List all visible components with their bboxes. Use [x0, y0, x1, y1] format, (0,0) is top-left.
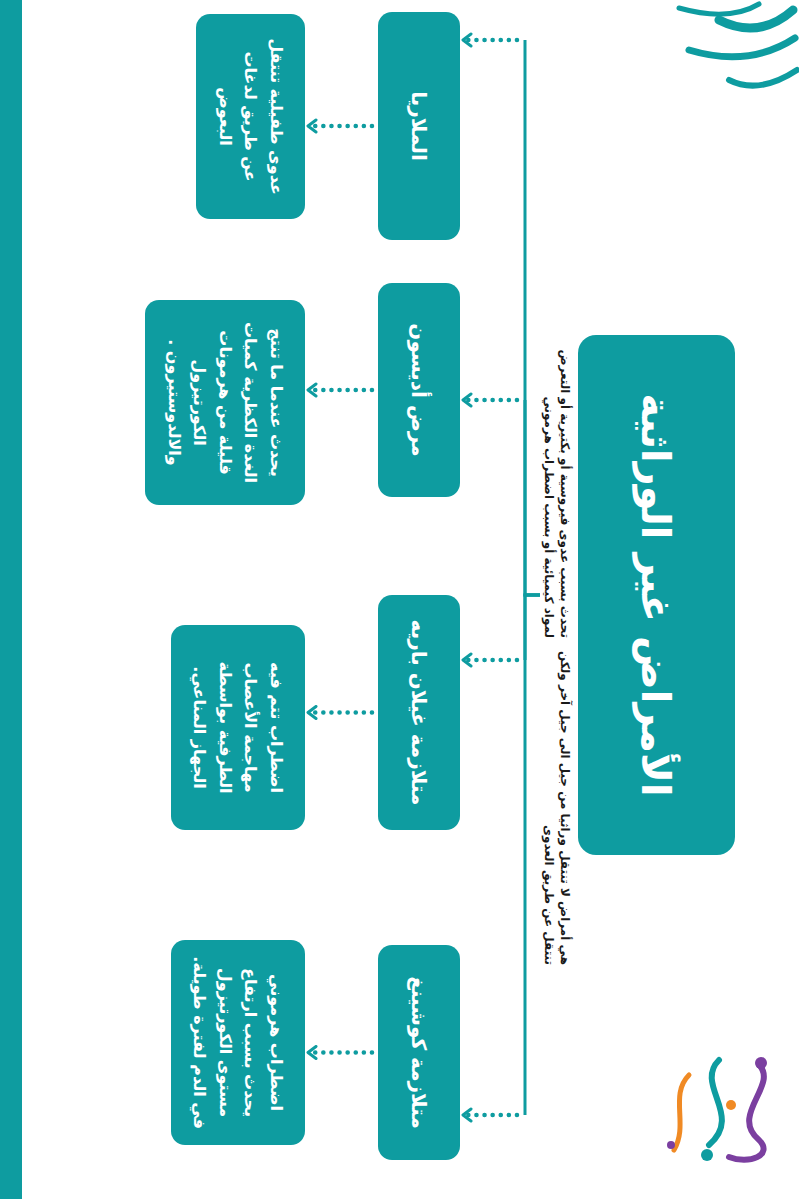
title-text: الأمراض غير الوراثية [634, 393, 680, 796]
dotted-arrow [463, 38, 517, 43]
connector [463, 595, 540, 1115]
dotted-arrow [463, 1113, 517, 1118]
corner-swirls [679, 4, 797, 86]
description-box: يحدث عندما ما تنتج الغدة الكظرية كميات ق… [145, 300, 305, 505]
bottom-band [0, 0, 22, 1199]
connector [463, 595, 540, 660]
trunk-line [525, 400, 540, 595]
connector [308, 390, 372, 391]
dotted-arrow [308, 1050, 372, 1055]
description-text: اضطراب هرموني يحدث بسبب ارتفاع مستوى الك… [187, 952, 289, 1133]
category-text: مرض أديسون [407, 323, 431, 456]
title-box: الأمراض غير الوراثية [578, 335, 735, 855]
connector [308, 1052, 372, 1053]
dotted-arrow [308, 124, 372, 129]
trunk-line [525, 40, 540, 595]
category-text: متلازمة غيلان باريه [407, 620, 431, 806]
description-text: عدوى طفيلية تنتقل عن طريق لدغات البعوض [212, 26, 289, 207]
intro-row: هي أمراض لا تنتقل وراثيا من جيل الى جيل … [541, 335, 573, 965]
connector [308, 712, 372, 713]
logo-graphic [667, 1057, 767, 1161]
category-box: الملاريا [378, 12, 460, 240]
category-box: متلازمة غيلان باريه [378, 595, 460, 830]
title-node: الأمراض غير الوراثية هي أمراض لا تنتقل ور… [541, 335, 735, 965]
description-text: اضطراب تتم فيه مهاجمة الأعصاب الطرفية بو… [187, 637, 289, 818]
category-text: متلازمة كوشينغ [407, 976, 431, 1129]
dotted-arrow [463, 398, 517, 403]
intro-text: تحدث بسبب عدوى فيروسية أو بكتيرية أو الت… [541, 338, 573, 638]
intro-text: هي أمراض لا تنتقل وراثيا من جيل الى جيل … [541, 650, 573, 965]
trunk-line [525, 595, 540, 660]
dotted-arrow [308, 388, 372, 393]
category-box: مرض أديسون [378, 283, 460, 497]
trunk-line [525, 595, 540, 1115]
connector [463, 40, 540, 595]
dotted-arrow [463, 658, 517, 663]
category-box: متلازمة كوشينغ [378, 945, 460, 1160]
description-box: عدوى طفيلية تنتقل عن طريق لدغات البعوض [196, 14, 305, 219]
connector [308, 126, 372, 127]
description-box: اضطراب تتم فيه مهاجمة الأعصاب الطرفية بو… [171, 625, 305, 830]
description-box: اضطراب هرموني يحدث بسبب ارتفاع مستوى الك… [171, 940, 305, 1145]
category-text: الملاريا [407, 91, 431, 161]
dotted-arrow [308, 710, 372, 715]
description-text: يحدث عندما ما تنتج الغدة الكظرية كميات ق… [161, 312, 289, 493]
connector [463, 400, 540, 595]
